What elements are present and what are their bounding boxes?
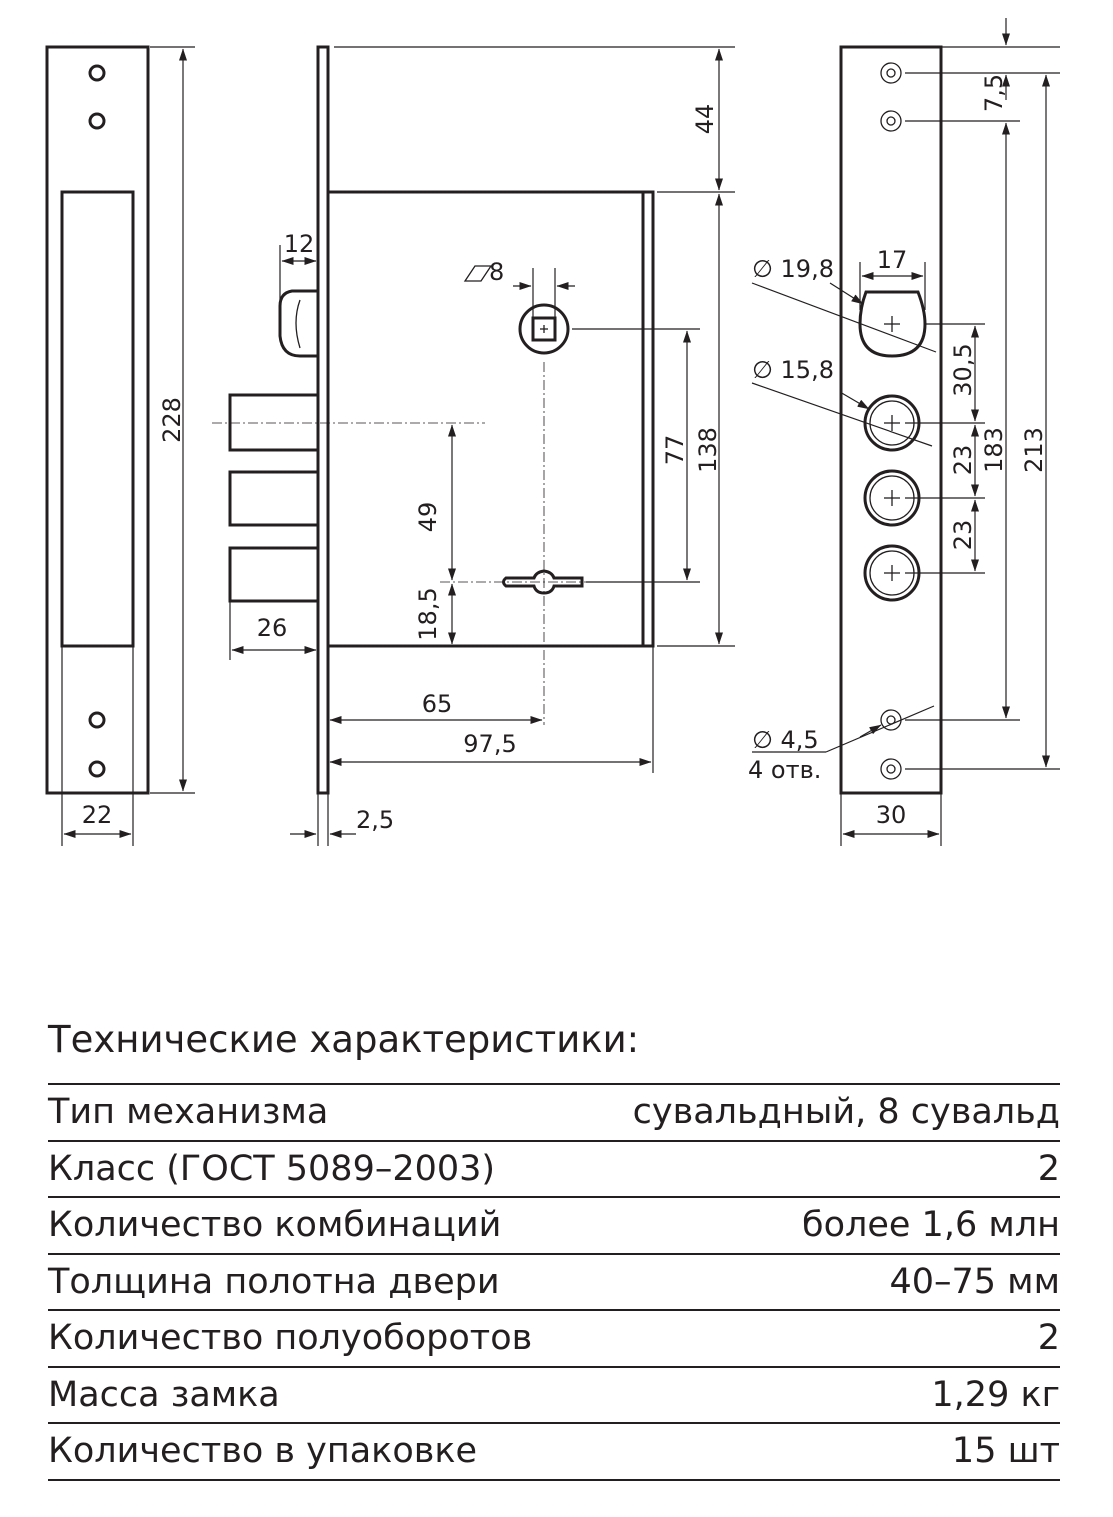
strike-plate-view: 228 22 [45,45,195,846]
faceplate-outline [839,45,943,795]
strike-plate-width-dim: 22 [82,801,113,829]
spec-value: 2 [1037,1318,1060,1359]
mount-hole-count: 4 отв. [748,756,821,784]
spindle-hole-diameter-dim: ∅ 19,8 [752,255,834,283]
spec-label: Количество полуоборотов [48,1318,533,1359]
spindle-hole [858,290,927,358]
spec-label: Класс (ГОСТ 5089–2003) [48,1148,496,1189]
outer-holes-distance-dim: 213 [1020,427,1048,473]
mount-hole [880,62,902,84]
deadbolt [228,546,320,603]
lock-technical-drawing: 228 22 44 138 [45,18,1060,846]
strike-plate-slot [60,190,135,648]
mount-hole [880,110,902,132]
spindle-hub [518,303,570,355]
spec-row: Масса замка 1,29 кг [48,1368,1060,1424]
spec-row: Класс (ГОСТ 5089–2003) 2 [48,1142,1060,1198]
spec-value: более 1,6 млн [801,1205,1060,1246]
spec-row: Количество комбинаций более 1,6 млн [48,1198,1060,1255]
spec-value: 2 [1037,1148,1060,1189]
spec-value: 15 шт [951,1431,1060,1472]
bolt-hole-diameter-dim: ∅ 15,8 [752,356,834,384]
keyhole-to-bottom-dim: 18,5 [414,587,442,640]
spec-value: 40–75 мм [889,1261,1060,1302]
bolt-pitch-1-dim: 23 [949,445,977,476]
keyhole [502,569,584,595]
spec-label: Количество в упаковке [48,1431,478,1472]
spindle-square-dim: 8 [489,258,504,286]
bolt-throw-dim: 26 [257,614,288,642]
lock-case [326,190,655,648]
strike-plate-height-dim: 228 [158,397,186,443]
deadbolt [228,470,320,527]
faceplate-thickness-dim: 2,5 [356,806,394,834]
specs-title: Технические характеристики: [48,1018,640,1061]
spindle-hole-height-dim: 30,5 [949,343,977,396]
strike-plate-hole [88,760,106,778]
strike-plate-hole [88,64,106,82]
strike-plate-hole [88,112,106,130]
spec-label: Тип механизма [48,1092,329,1133]
faceplate-view: 7,5 213 183 30,5 23 23 17 ∅ 19,8 ∅ 15,8 … [748,18,1060,846]
strike-plate-outline [45,45,150,795]
bolt-to-keyhole-dim: 49 [414,502,442,533]
spec-row: Количество полуоборотов 2 [48,1311,1060,1368]
spec-value: 1,29 кг [931,1374,1060,1415]
spec-label: Толщина полотна двери [48,1261,500,1302]
spec-label: Количество комбинаций [48,1205,502,1246]
backset-dim: 65 [422,690,453,718]
mount-hole [880,758,902,780]
latch-bolt [278,289,318,358]
spec-row: Количество в упаковке 15 шт [48,1424,1060,1481]
inner-holes-distance-dim: 183 [980,427,1008,473]
bolt-pitch-2-dim: 23 [949,520,977,551]
specs-table: Тип механизма сувальдный, 8 сувальд Клас… [48,1083,1060,1481]
strike-plate-hole [88,711,106,729]
lock-top-offset-dim: 44 [691,104,719,135]
spindle-square-hole [531,316,557,342]
spec-label: Масса замка [48,1374,280,1415]
deadbolt [228,393,320,452]
spindle-to-keyhole-dim: 77 [661,435,689,466]
spindle-hole-width-dim: 17 [877,246,908,274]
spec-value: сувальдный, 8 сувальд [632,1092,1060,1133]
spec-row: Толщина полотна двери 40–75 мм [48,1255,1060,1311]
body-depth-dim: 97,5 [463,730,516,758]
latch-width-dim: 12 [284,230,315,258]
spec-row: Тип механизма сувальдный, 8 сувальд [48,1085,1060,1142]
lock-body-height-dim: 138 [694,427,722,473]
lock-body-view: 44 138 77 8 12 49 18,5 26 [212,45,735,846]
faceplate-width-dim: 30 [876,801,907,829]
top-hole-pitch-dim: 7,5 [980,74,1008,112]
mount-hole-diameter-dim: ∅ 4,5 [752,726,819,754]
